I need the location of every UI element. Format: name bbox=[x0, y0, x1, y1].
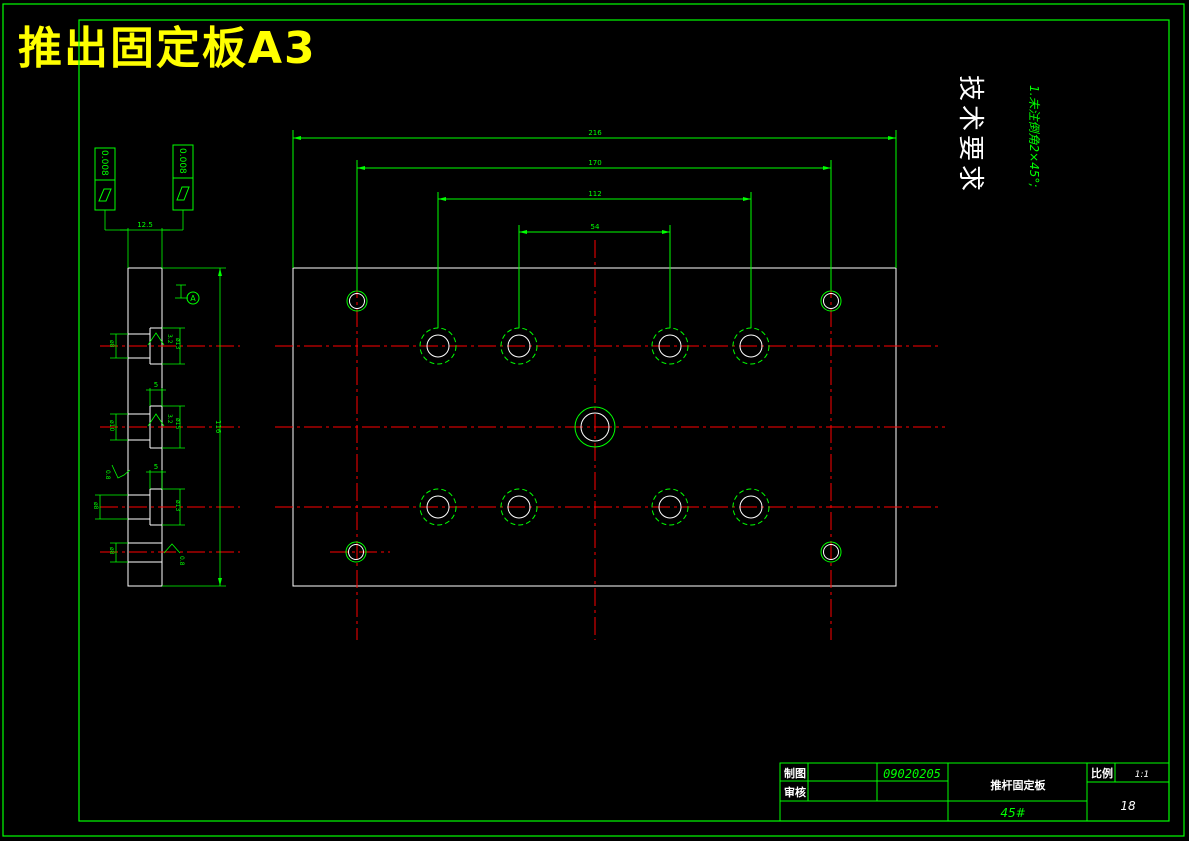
tech-req-heading: 技术要求 bbox=[955, 75, 985, 195]
hole-center bbox=[574, 406, 616, 448]
side-dim-arrows bbox=[218, 268, 222, 586]
corner-holes bbox=[345, 290, 842, 563]
dim-12-5: 12.5 bbox=[137, 221, 153, 229]
datum-a: A bbox=[186, 291, 200, 305]
front-dimensions bbox=[292, 130, 897, 328]
dim-54: 54 bbox=[591, 223, 600, 231]
inner-frame bbox=[78, 19, 1170, 822]
hole-bottom-1 bbox=[419, 488, 457, 526]
hole-corner-tr bbox=[820, 290, 842, 312]
tech-req-note: 1.未注倒角2×45°; bbox=[1027, 85, 1041, 187]
hole-bottom-2 bbox=[500, 488, 538, 526]
hole-corner-tl bbox=[346, 290, 368, 312]
dim-5b: 5 bbox=[154, 463, 158, 471]
front-view: 216 170 112 54 bbox=[275, 129, 945, 640]
label-a1: ø8 bbox=[108, 340, 115, 348]
flatness-1-value: 0.008 bbox=[99, 150, 109, 176]
flatness-frame-1: 0.008 bbox=[94, 147, 116, 211]
label-c1: ø8 bbox=[92, 502, 99, 510]
dim-5a: 5 bbox=[154, 381, 158, 389]
scale-value: 1:1 bbox=[1135, 770, 1149, 780]
outer-frame bbox=[2, 3, 1185, 837]
hole-bottom-3 bbox=[651, 488, 689, 526]
dim-216: 216 bbox=[588, 129, 602, 137]
flatness-frame-2: 0.008 bbox=[172, 144, 194, 211]
sheet-number: 18 bbox=[1120, 799, 1136, 813]
label-c2: ø13 bbox=[174, 500, 181, 511]
centerlines bbox=[275, 240, 945, 640]
label-a3: 3.2 bbox=[166, 334, 173, 344]
label-d2: 0.8 bbox=[178, 556, 185, 566]
front-dim-arrows bbox=[293, 136, 896, 234]
scale-label: 比例 bbox=[1091, 766, 1113, 780]
drawn-label: 制图 bbox=[784, 766, 806, 780]
flatness-2-value: 0.008 bbox=[177, 148, 187, 174]
dim-170: 170 bbox=[588, 159, 601, 167]
side-dimensions bbox=[95, 210, 226, 587]
part-name: 推杆固定板 bbox=[991, 778, 1047, 792]
drawing-number: 09020205 bbox=[883, 767, 941, 781]
label-b1: ø10 bbox=[108, 420, 115, 431]
dim-112: 112 bbox=[588, 190, 601, 198]
label-b3: 3.2 bbox=[166, 414, 173, 424]
hole-bottom-4 bbox=[732, 488, 770, 526]
hole-corner-br bbox=[820, 541, 842, 563]
datum-a-label: A bbox=[190, 294, 196, 303]
title-block: 制图 审核 09020205 推杆固定板 45# 比例 1:1 18 bbox=[779, 762, 1170, 822]
material: 45# bbox=[1000, 806, 1025, 820]
checked-label: 审核 bbox=[784, 785, 806, 799]
drawing-title: 推出固定板A3 bbox=[18, 23, 317, 74]
label-d1: ø8 bbox=[108, 547, 115, 555]
tech-requirements: 技术要求 1.未注倒角2×45°; bbox=[955, 75, 1041, 195]
holes-bottom-row bbox=[419, 488, 770, 526]
label-c3: 0.8 bbox=[104, 470, 111, 480]
side-centerlines bbox=[100, 345, 240, 553]
dim-height: 116 bbox=[214, 420, 222, 434]
side-view: 0.008 0.008 A 12.5 5 5 116 ø8 ø13 3.2 ø1… bbox=[92, 144, 240, 587]
label-a2: ø13 bbox=[174, 338, 181, 349]
hole-corner-bl bbox=[345, 541, 367, 563]
label-b2: ø15 bbox=[174, 418, 181, 429]
